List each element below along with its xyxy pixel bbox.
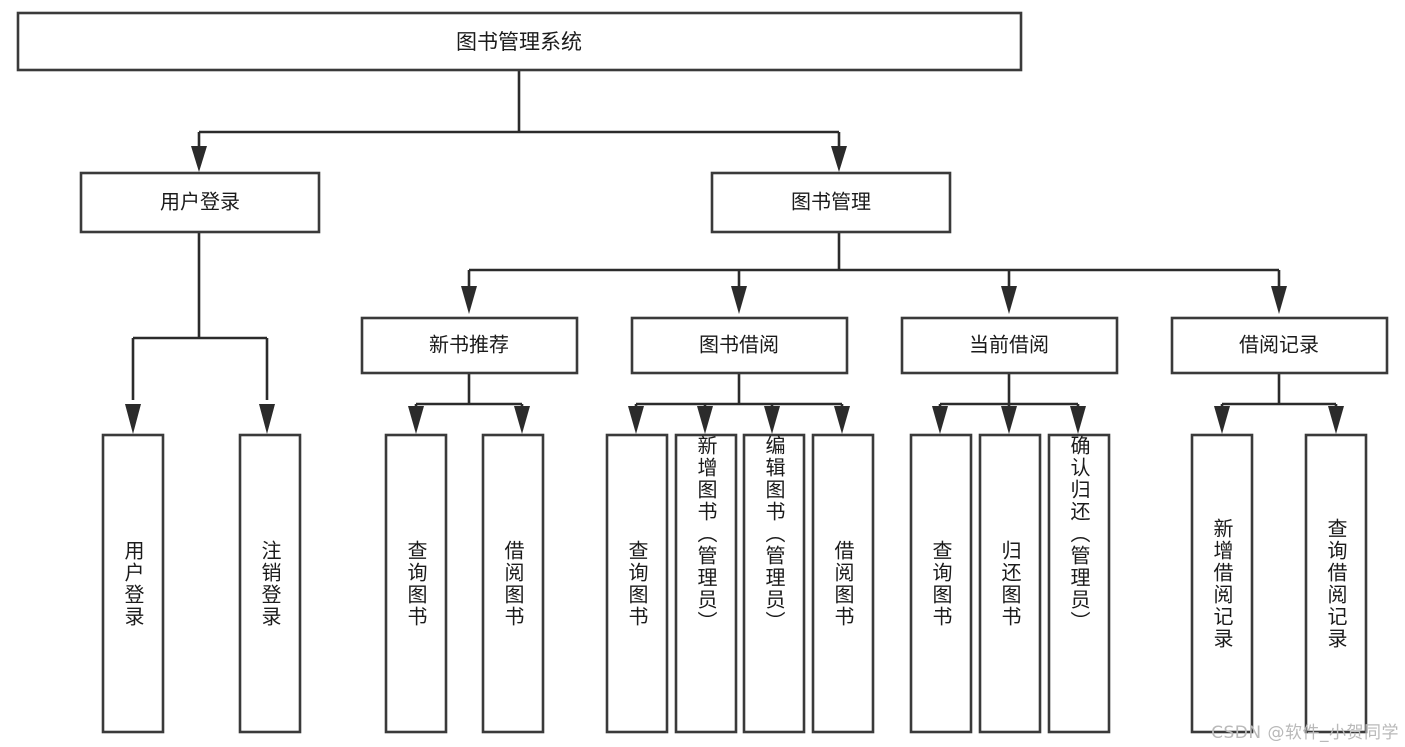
- arrow-to-book-manage: [831, 146, 847, 172]
- node-current-borrow[interactable]: 当前借阅: [900, 316, 1119, 375]
- node-current-borrow-label: 当前借阅: [969, 333, 1049, 357]
- connector-root-to-level1: [191, 70, 847, 172]
- arrow-to-leaf-query-book-1: [408, 406, 424, 434]
- connector-bookmanage-to-level2: [461, 232, 1287, 314]
- arrow-to-leaf-query-book-3: [932, 406, 948, 434]
- leaf-box-query-book-3[interactable]: [909, 433, 973, 734]
- leaf-box-borrow-book-1[interactable]: [481, 433, 545, 734]
- connector-newbook-to-leaves: [408, 373, 530, 434]
- arrow-to-leaf-query-book-2: [628, 406, 644, 434]
- node-book-borrow-label: 图书借阅: [699, 333, 779, 357]
- connector-currentborrow-to-leaves: [932, 373, 1086, 434]
- arrow-to-leaf-edit-book: [764, 406, 780, 434]
- leaf-box-query-book-2[interactable]: [605, 433, 669, 734]
- leaf-box-edit-book[interactable]: [742, 433, 806, 734]
- node-root-label: 图书管理系统: [456, 30, 582, 54]
- leaf-box-add-book[interactable]: [674, 433, 738, 734]
- node-book-management[interactable]: 图书管理: [710, 171, 952, 234]
- connector-borrowrecord-to-leaves: [1214, 373, 1344, 434]
- arrow-to-leaf-add-record: [1214, 406, 1230, 434]
- arrow-to-leaf-borrow-book-2: [834, 406, 850, 434]
- connector-userlogin-to-leaves: [125, 232, 275, 434]
- node-borrow-record[interactable]: 借阅记录: [1170, 316, 1389, 375]
- leaf-box-logout[interactable]: [238, 433, 302, 734]
- connector-bookborrow-to-leaves: [628, 373, 850, 434]
- arrow-to-borrow-record: [1271, 286, 1287, 314]
- leaf-box-query-record[interactable]: [1304, 433, 1368, 734]
- leaf-box-borrow-book-2[interactable]: [811, 433, 875, 734]
- arrow-to-user-login: [191, 146, 207, 172]
- leaf-box-add-record[interactable]: [1190, 433, 1254, 734]
- node-borrow-record-label: 借阅记录: [1239, 333, 1319, 357]
- node-user-login[interactable]: 用户登录: [79, 171, 321, 234]
- arrow-to-leaf-user-login: [125, 404, 141, 434]
- arrow-to-leaf-confirm-return: [1070, 406, 1086, 434]
- arrow-to-new-book: [461, 286, 477, 314]
- arrow-to-leaf-add-book: [697, 406, 713, 434]
- arrow-to-leaf-logout: [259, 404, 275, 434]
- arrow-to-current-borrow: [1001, 286, 1017, 314]
- node-new-book-recommend-label: 新书推荐: [429, 333, 509, 357]
- arrow-to-book-borrow: [731, 286, 747, 314]
- node-new-book-recommend[interactable]: 新书推荐: [360, 316, 579, 375]
- leaf-box-confirm-return[interactable]: [1047, 433, 1111, 734]
- leaf-box-return-book[interactable]: [978, 433, 1042, 734]
- node-root-book-management-system[interactable]: 图书管理系统: [16, 11, 1023, 72]
- watermark-text: CSDN @软件_小贺同学: [1211, 723, 1399, 743]
- arrow-to-leaf-return-book: [1001, 406, 1017, 434]
- arrow-to-leaf-borrow-book-1: [514, 406, 530, 434]
- leaf-box-user-login[interactable]: [101, 433, 165, 734]
- node-user-login-label: 用户登录: [160, 190, 240, 214]
- arrow-to-leaf-query-record: [1328, 406, 1344, 434]
- node-book-management-label: 图书管理: [791, 190, 871, 214]
- leaf-box-query-book-1[interactable]: [384, 433, 448, 734]
- leaf-boxes: [101, 433, 1368, 734]
- node-book-borrow[interactable]: 图书借阅: [630, 316, 849, 375]
